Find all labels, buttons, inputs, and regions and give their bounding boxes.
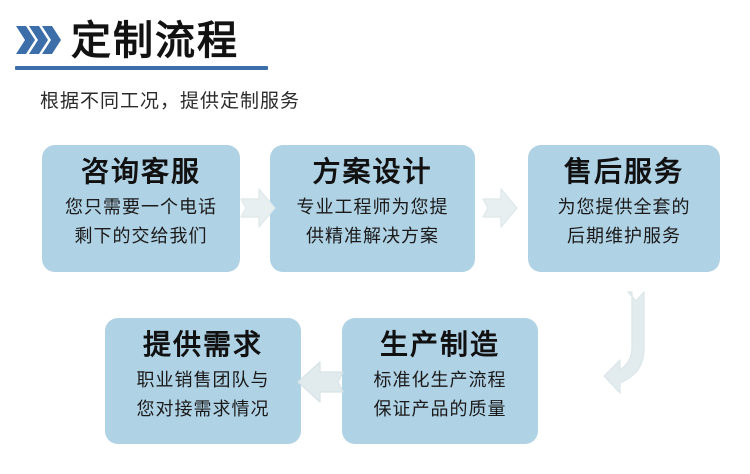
process-step-card[interactable]: 售后服务 为您提供全套的 后期维护服务 (528, 145, 720, 272)
step-title: 提供需求 (142, 329, 263, 360)
process-step-card[interactable]: 咨询客服 您只需要一个电话 剩下的交给我们 (42, 145, 240, 272)
title-underline-rule (15, 66, 268, 70)
step-desc-line: 专业工程师为您提 (296, 197, 449, 217)
step-desc-line: 为您提供全套的 (557, 197, 691, 217)
arrow-bend-down-left-icon (592, 288, 672, 414)
step-title: 售后服务 (563, 156, 684, 187)
arrow-right-icon (482, 186, 518, 230)
arrow-right-icon (240, 186, 276, 230)
triple-chevron-right-icon (15, 25, 61, 55)
step-desc-line: 后期维护服务 (567, 226, 681, 246)
arrow-left-icon (296, 358, 344, 406)
step-desc-line: 保证产品的质量 (373, 399, 507, 419)
step-desc-line: 职业销售团队与 (136, 370, 270, 390)
step-title: 咨询客服 (80, 156, 201, 187)
page-title: 定制流程 (71, 19, 239, 63)
step-desc-line: 供精准解决方案 (306, 226, 439, 246)
process-step-card[interactable]: 方案设计 专业工程师为您提 供精准解决方案 (270, 145, 475, 272)
step-title: 方案设计 (312, 156, 433, 187)
process-step-card[interactable]: 生产制造 标准化生产流程 保证产品的质量 (342, 318, 538, 444)
page-subtitle: 根据不同工况，提供定制服务 (40, 91, 301, 112)
step-title: 生产制造 (379, 329, 500, 360)
process-step-card[interactable]: 提供需求 职业销售团队与 您对接需求情况 (105, 318, 301, 444)
step-desc-line: 剩下的交给我们 (74, 226, 208, 246)
step-desc-line: 您只需要一个电话 (65, 197, 217, 217)
step-desc-line: 标准化生产流程 (373, 370, 507, 390)
page-header: 定制流程 (15, 14, 415, 72)
step-desc-line: 您对接需求情况 (136, 399, 270, 419)
